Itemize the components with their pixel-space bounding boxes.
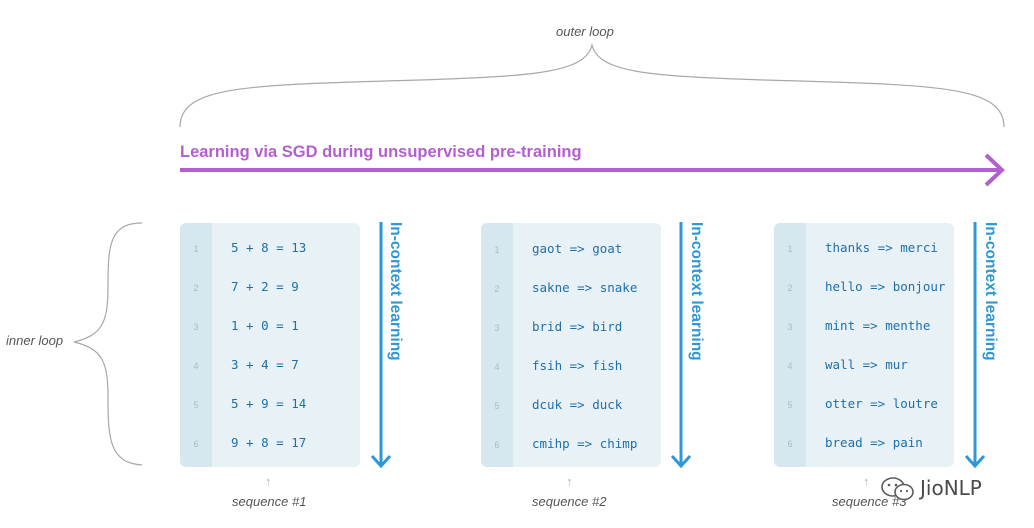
inner-loop-brace [73,222,143,466]
code-text: 5 + 8 = 13 [231,240,307,255]
line-number: 4 [494,362,500,372]
code-text: otter => loutre [825,396,938,411]
line-number: 4 [193,361,199,371]
code-line: 4 3 + 4 = 7 [180,348,360,387]
line-number: 1 [787,244,793,254]
sequence-card-3: 1 thanks => merci 2 hello => bonjour 3 mint… [774,223,954,467]
up-arrow-icon: ↑ [265,474,272,489]
sequence-label-2: sequence #2 [532,494,607,509]
code-text: 9 + 8 = 17 [231,435,307,450]
icl-arrow-2 [670,222,692,469]
line-number: 3 [787,322,793,332]
code-line: 5 otter => loutre [774,387,954,426]
line-number: 1 [193,244,199,254]
icl-label-1: In-context learning [387,222,404,361]
code-line: 2 sakne => snake [481,271,661,310]
code-line: 2 7 + 2 = 9 [180,270,360,309]
line-number: 6 [193,439,199,449]
icl-label-2: In-context learning [688,222,705,361]
code-text: wall => mur [825,357,908,372]
icl-label-3: In-context learning [982,222,999,361]
code-text: bread => pain [825,435,923,450]
code-text: hello => bonjour [825,279,946,294]
code-line: 6 bread => pain [774,426,954,465]
code-line: 3 1 + 0 = 1 [180,309,360,348]
code-line: 6 9 + 8 = 17 [180,426,360,465]
watermark-text: JioNLP [920,476,982,500]
code-line: 1 thanks => merci [774,231,954,270]
code-line: 4 fsih => fish [481,349,661,388]
line-number: 4 [787,361,793,371]
code-line: 1 5 + 8 = 13 [180,231,360,270]
code-line: 6 cmihp => chimp [481,427,661,466]
sgd-title: Learning via SGD during unsupervised pre… [180,143,582,161]
code-text: dcuk => duck [532,397,623,412]
code-text: cmihp => chimp [532,436,638,451]
up-arrow-icon: ↑ [566,474,573,489]
code-text: 1 + 0 = 1 [231,318,299,333]
code-line: 1 gaot => goat [481,232,661,271]
sequence-label-1: sequence #1 [232,494,307,509]
line-number-gutter [180,223,212,467]
line-number: 3 [193,322,199,332]
code-text: 7 + 2 = 9 [231,279,299,294]
code-text: thanks => merci [825,240,938,255]
code-text: 3 + 4 = 7 [231,357,299,372]
line-number: 6 [494,440,500,450]
line-number-gutter [774,223,806,467]
code-line: 5 5 + 9 = 14 [180,387,360,426]
line-number: 5 [787,400,793,410]
sequence-label-3: sequence #3 [832,494,907,509]
line-number: 2 [787,283,793,293]
line-number: 5 [494,401,500,411]
code-line: 3 brid => bird [481,310,661,349]
line-number: 6 [787,439,793,449]
outer-loop-label: outer loop [556,24,614,39]
code-line: 4 wall => mur [774,348,954,387]
code-text: sakne => snake [532,280,638,295]
line-number: 5 [193,400,199,410]
code-line: 5 dcuk => duck [481,388,661,427]
wechat-icon [880,476,916,507]
sgd-arrow [180,153,1005,187]
code-line: 2 hello => bonjour [774,270,954,309]
code-text: gaot => goat [532,241,623,256]
line-number-gutter [481,223,513,467]
icl-arrow-3 [964,222,986,469]
line-number: 3 [494,323,500,333]
code-text: brid => bird [532,319,623,334]
code-text: fsih => fish [532,358,623,373]
code-text: 5 + 9 = 14 [231,396,307,411]
code-text: mint => menthe [825,318,931,333]
sequence-card-2: 1 gaot => goat 2 sakne => snake 3 brid => b… [481,223,661,467]
sequence-card-1: 1 5 + 8 = 13 2 7 + 2 = 9 3 1 + 0 = 1 4 3 + 4… [180,223,360,467]
line-number: 2 [193,283,199,293]
line-number: 1 [494,245,500,255]
outer-loop-brace [179,42,1005,128]
line-number: 2 [494,284,500,294]
code-line: 3 mint => menthe [774,309,954,348]
inner-loop-label: inner loop [6,333,64,348]
icl-arrow-1 [370,222,392,469]
up-arrow-icon: ↑ [863,474,870,489]
